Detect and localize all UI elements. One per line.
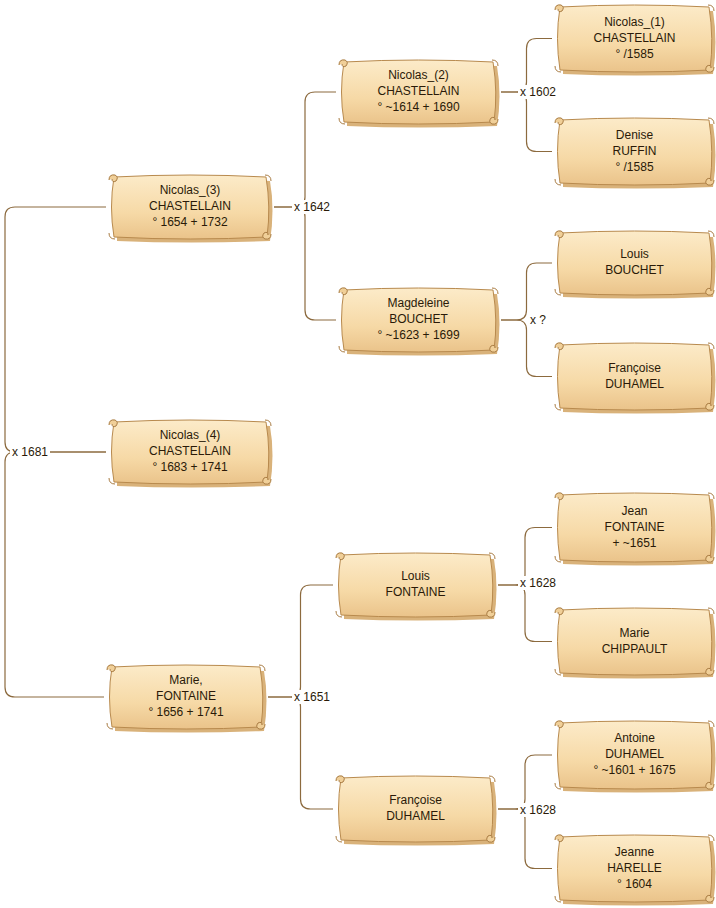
given-name: Françoise [562, 360, 707, 376]
family-name: FONTAINE [343, 584, 488, 600]
person-scroll: FrançoiseDUHAMEL [552, 340, 716, 413]
given-name: Marie [562, 625, 707, 641]
given-name: Nicolas_(4) [116, 427, 264, 443]
family-name: CHASTELLAIN [116, 443, 264, 459]
person-scroll: Marie,FONTAINE° 1656 + 1741 [104, 662, 268, 732]
family-name: FONTAINE [114, 688, 258, 704]
family-link [501, 39, 552, 93]
life-dates: ° ~1623 + 1699 [346, 327, 491, 343]
family-name: CHASTELLAIN [116, 198, 264, 214]
family-name: BOUCHET [562, 262, 707, 278]
life-dates: ° ~1614 + 1690 [346, 99, 491, 115]
life-dates: ° 1604 [562, 876, 707, 892]
family-name: FONTAINE [562, 519, 707, 535]
given-name: Marie, [114, 672, 258, 688]
person-scroll: Nicolas_(2)CHASTELLAIN° ~1614 + 1690 [336, 57, 501, 127]
family-link [501, 263, 552, 320]
person-scroll: MarieCHIPPAULT [552, 605, 716, 678]
given-name: Magdeleine [346, 295, 491, 311]
person-scroll: MagdeleineBOUCHET° ~1623 + 1699 [336, 285, 501, 355]
family-link [268, 697, 333, 809]
family-link [498, 809, 552, 869]
person-scroll: DeniseRUFFIN° /1585 [552, 115, 716, 188]
marriage-label: x 1642 [292, 200, 332, 214]
family-link [274, 92, 336, 207]
life-dates: + ~1651 [562, 535, 707, 551]
person-scroll: LouisFONTAINE [333, 550, 498, 620]
family-link [501, 92, 552, 152]
family-name: BOUCHET [346, 311, 491, 327]
person-scroll: Nicolas_(4)CHASTELLAIN° 1683 + 1741 [106, 417, 274, 487]
family-name: RUFFIN [562, 143, 707, 159]
family-name: CHASTELLAIN [346, 83, 491, 99]
given-name: Françoise [343, 792, 488, 808]
person-scroll: LouisBOUCHET [552, 228, 716, 298]
given-name: Nicolas_(2) [346, 67, 491, 83]
person-scroll: Nicolas_(1)CHASTELLAIN° /1585 [552, 2, 716, 75]
given-name: Antoine [562, 730, 707, 746]
person-scroll: JeanneHARELLE° 1604 [552, 832, 716, 905]
given-name: Louis [343, 568, 488, 584]
life-dates: ° /1585 [562, 46, 707, 62]
life-dates: ° 1656 + 1741 [114, 704, 258, 720]
family-name: HARELLE [562, 860, 707, 876]
person-scroll: FrançoiseDUHAMEL [333, 773, 498, 845]
marriage-label: x 1651 [292, 690, 332, 704]
marriage-label: x 1628 [518, 576, 558, 590]
marriage-label: x 1628 [518, 803, 558, 817]
family-name: DUHAMEL [343, 808, 488, 824]
family-link [5, 452, 106, 697]
marriage-label: x 1681 [10, 445, 50, 459]
family-name: DUHAMEL [562, 746, 707, 762]
given-name: Jeanne [562, 844, 707, 860]
marriage-label: x ? [528, 313, 548, 327]
life-dates: ° 1654 + 1732 [116, 214, 264, 230]
life-dates: ° /1585 [562, 159, 707, 175]
family-link [498, 755, 552, 809]
family-name: CHASTELLAIN [562, 30, 707, 46]
family-link [498, 585, 552, 642]
given-name: Denise [562, 127, 707, 143]
person-scroll: AntoineDUHAMEL° ~1601 + 1675 [552, 718, 716, 792]
family-name: DUHAMEL [562, 376, 707, 392]
family-link [5, 207, 106, 452]
life-dates: ° 1683 + 1741 [116, 459, 264, 475]
family-name: CHIPPAULT [562, 641, 707, 657]
marriage-label: x 1602 [518, 85, 558, 99]
given-name: Louis [562, 246, 707, 262]
given-name: Jean [562, 503, 707, 519]
given-name: Nicolas_(3) [116, 182, 264, 198]
person-scroll: JeanFONTAINE+ ~1651 [552, 490, 716, 565]
family-link [274, 207, 336, 320]
person-scroll: Nicolas_(3)CHASTELLAIN° 1654 + 1732 [106, 172, 274, 242]
given-name: Nicolas_(1) [562, 14, 707, 30]
family-link [268, 585, 333, 697]
family-link [501, 320, 552, 377]
life-dates: ° ~1601 + 1675 [562, 762, 707, 778]
